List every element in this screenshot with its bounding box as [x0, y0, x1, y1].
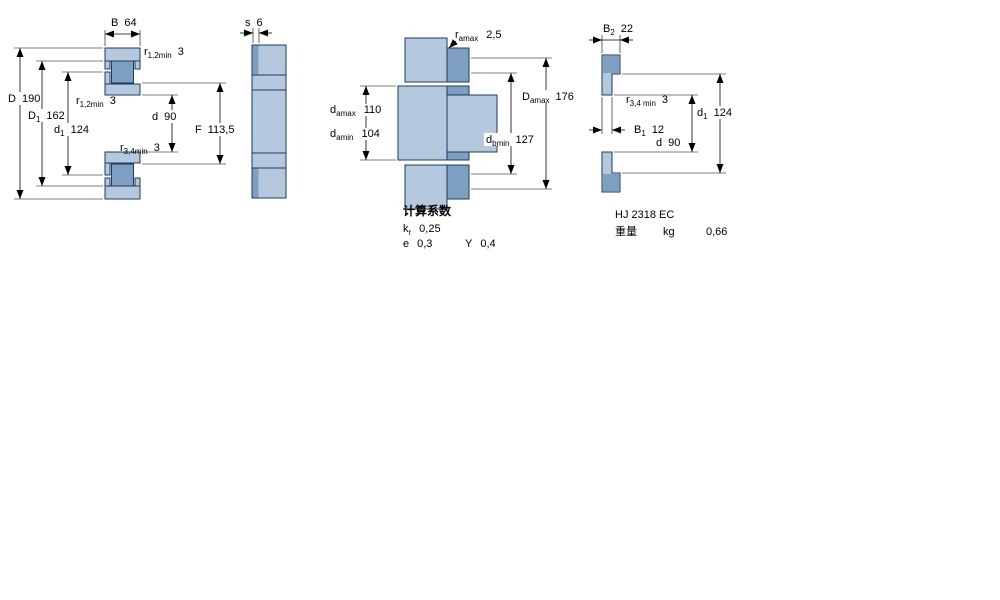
outer-ring-top	[104, 47, 141, 62]
housing-shoulder-bottom	[404, 164, 448, 210]
label-background	[52, 123, 88, 136]
label-background	[695, 106, 733, 119]
label-background	[26, 109, 62, 122]
label-background	[6, 92, 44, 105]
label-background	[328, 104, 370, 116]
outer-ring-bottom	[104, 185, 141, 200]
angle-ring-top-shading	[603, 56, 619, 73]
outer-ring-flange-right-bottom	[134, 177, 141, 187]
ring-weight-label: 重量	[615, 224, 637, 238]
bearing-outer-section-bottom	[446, 164, 470, 200]
inner-ring-bottom	[104, 151, 141, 164]
inner-ring-top	[104, 83, 141, 96]
label-background	[520, 90, 566, 103]
bearing-inner-section-top	[446, 85, 470, 96]
leader-line	[448, 39, 458, 49]
bearing-inner-section-bottom	[446, 151, 470, 161]
calc-factors-title: 计算系数	[403, 203, 452, 218]
label-background	[328, 128, 370, 140]
inner-ring-flange-bottom	[104, 162, 111, 176]
lip-notch-bottom	[252, 168, 259, 198]
housing-shoulder-top	[404, 37, 448, 83]
ring-info-block: HJ 2318 EC 重量 kg 0,66	[615, 209, 727, 238]
shaft-shoulder	[397, 85, 448, 161]
outer-ring-flange-left-bottom	[104, 177, 111, 187]
bearing-outer-section-top	[446, 47, 470, 83]
label-background	[654, 136, 686, 149]
ring-designation: HJ 2318 EC	[615, 209, 674, 221]
label-background	[484, 133, 528, 146]
roller-top	[111, 60, 134, 84]
outer-ring-flange-left-top	[104, 60, 111, 70]
inner-ring-flange-top	[104, 71, 111, 85]
ring-weight-unit: kg	[663, 226, 675, 238]
roller-bottom	[111, 163, 134, 187]
lip-notch-top	[252, 45, 259, 75]
angle-ring-bottom-shading	[603, 174, 619, 191]
label-background	[193, 123, 235, 136]
label-background	[150, 110, 184, 123]
outer-ring-flange-right-top	[134, 60, 141, 70]
ring-weight-value: 0,66	[706, 226, 727, 238]
